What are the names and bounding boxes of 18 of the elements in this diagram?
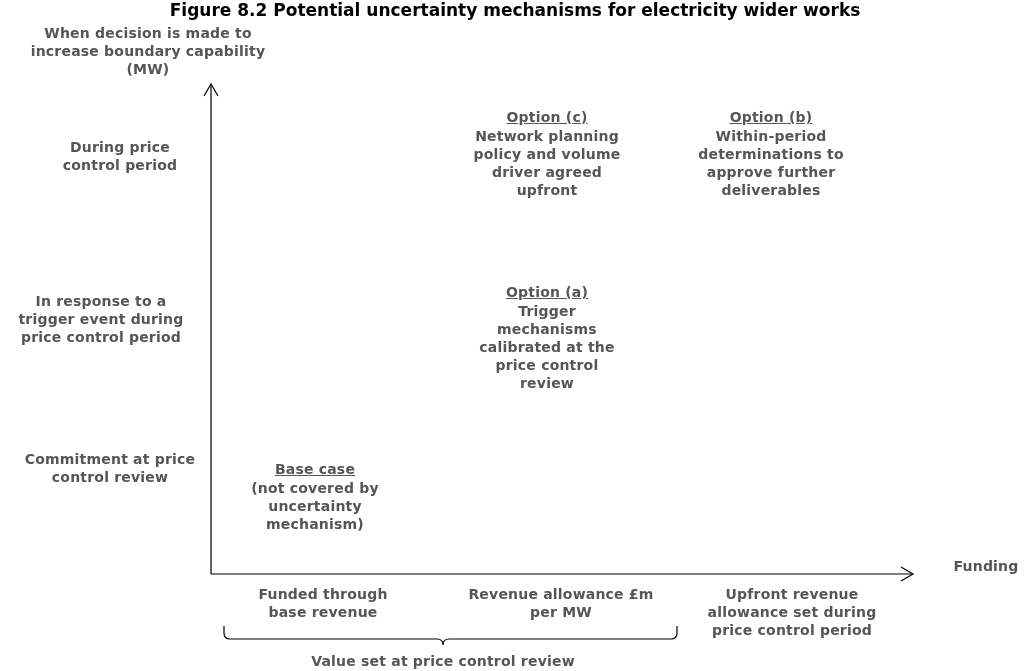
option-description: Within-period determinations to approve further deliverables (697, 127, 845, 199)
option-description: Trigger mechanisms calibrated at the price control review (478, 302, 616, 392)
option-heading: Option (c) (505, 108, 589, 126)
option-description: (not covered by uncertainty mechanism) (250, 479, 380, 533)
bracket-label: Value set at price control review (310, 652, 576, 670)
option-description: Network planning policy and volume driver agreed upfront (472, 127, 622, 199)
row-label: In response to a trigger event during price control period (17, 292, 185, 346)
column-label: Revenue allowance £m per MW (467, 585, 655, 621)
row-label: Commitment at price control review (23, 450, 197, 486)
column-label: Upfront revenue allowance set during price control period (706, 585, 878, 639)
option-heading: Base case (273, 460, 357, 478)
figure-title: Figure 8.2 Potential uncertainty mechanisms for electricity wider works (168, 0, 862, 20)
axis-title: When decision is made to increase boundary capability (MW) (29, 24, 267, 78)
row-label: During price control period (61, 138, 179, 174)
option-heading: Option (b) (728, 108, 814, 126)
option-heading: Option (a) (504, 283, 590, 301)
axis-title: Funding (952, 557, 1020, 575)
column-label: Funded through base revenue (257, 585, 389, 621)
